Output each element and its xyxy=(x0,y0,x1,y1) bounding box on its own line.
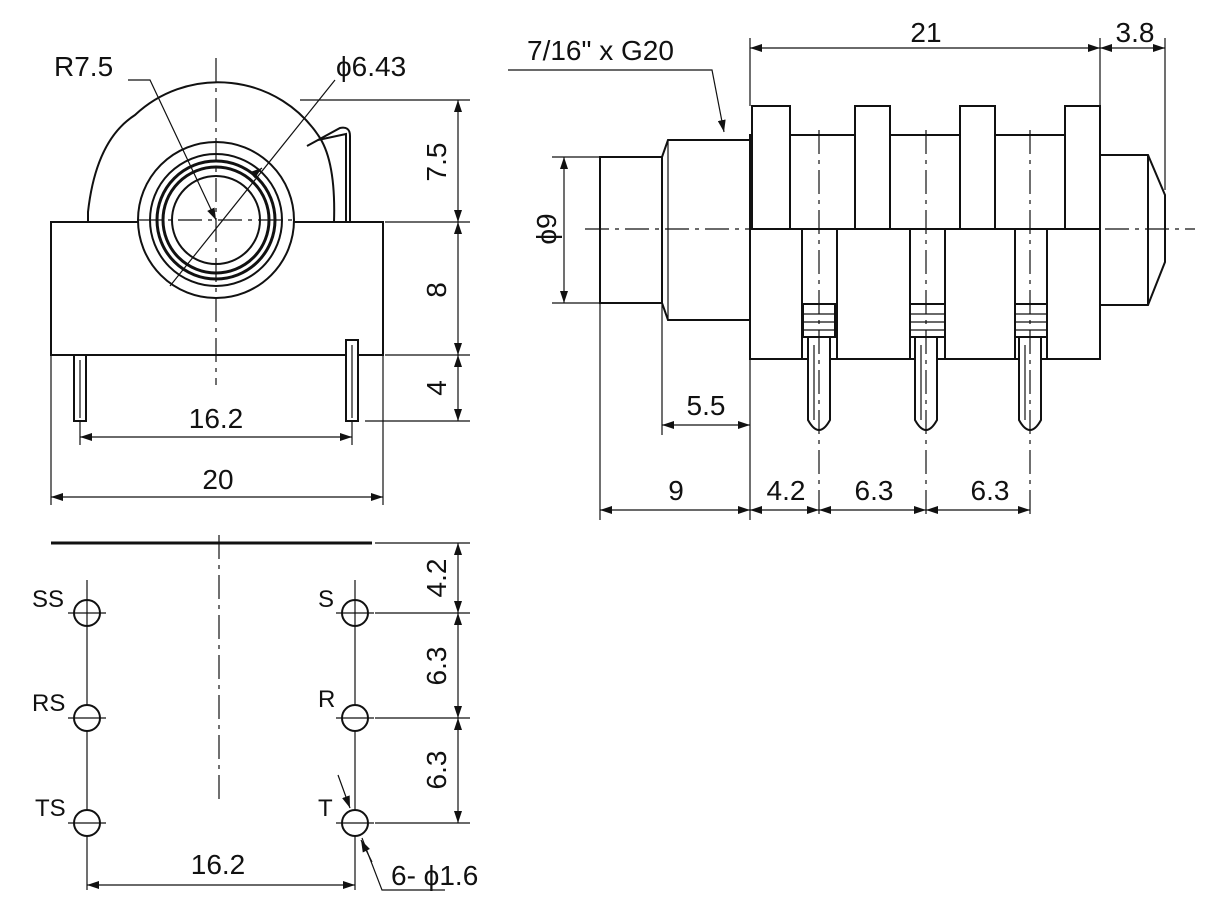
radius-label: R7.5 xyxy=(54,51,113,82)
hole-ss xyxy=(68,580,106,890)
hole-r xyxy=(336,704,374,732)
pin-label-s: S xyxy=(318,586,334,613)
hole-rs xyxy=(68,704,106,732)
pitch-a-label: 6.3 xyxy=(855,475,894,506)
side-tab-2 xyxy=(854,105,891,230)
bore-arrow xyxy=(250,167,263,179)
footprint-view: SS S RS R TS T 4.2 6.3 6.3 16.2 6- ϕ1.6 xyxy=(32,535,478,891)
hole-label: 6- ϕ1.6 xyxy=(391,860,478,891)
body-width-label: 20 xyxy=(202,464,233,495)
side-tab-1 xyxy=(751,105,791,230)
front-view: R7.5 ϕ6.43 7.5 8 4 16.2 20 xyxy=(50,51,470,505)
side-block-2 xyxy=(836,228,911,360)
side-view: 7/16" x G20 21 3.8 ϕ9 5.5 9 4.2 6.3 6.3 xyxy=(508,17,1195,520)
side-thread xyxy=(661,139,751,321)
hole-ts xyxy=(68,809,106,837)
side-pin-3 xyxy=(1014,303,1048,431)
front-wire-inner xyxy=(317,132,347,222)
pin-spacing-label: 16.2 xyxy=(189,403,244,434)
hole-leader-arrow xyxy=(360,839,373,863)
pitch-b-label: 6.3 xyxy=(971,475,1010,506)
hole-s xyxy=(336,580,374,890)
side-block-4 xyxy=(1046,228,1101,360)
hole-t xyxy=(336,809,374,837)
fp-spacing-label: 16.2 xyxy=(191,849,246,880)
tip-length-label: 3.8 xyxy=(1116,17,1155,48)
side-body-upper xyxy=(749,134,1101,230)
height-pins-label: 4 xyxy=(421,380,452,396)
diameter-label: ϕ9 xyxy=(531,213,562,244)
pin-label-ts: TS xyxy=(35,795,66,822)
side-tab-4 xyxy=(1064,105,1101,230)
thread-label: 7/16" x G20 xyxy=(527,35,674,66)
side-block-3 xyxy=(944,228,1016,360)
side-pin-2 xyxy=(909,303,946,431)
front-wire-hook xyxy=(306,126,351,222)
height-upper-label: 7.5 xyxy=(421,143,452,182)
fp-dim-top-label: 4.2 xyxy=(421,559,452,598)
thread-leader xyxy=(508,69,726,133)
nose-label: 9 xyxy=(668,475,684,506)
pin-label-r: R xyxy=(318,686,335,713)
hole-leader-top xyxy=(337,774,351,809)
side-tab-3 xyxy=(959,105,996,230)
thread-length-label: 5.5 xyxy=(687,390,726,421)
bore-leader xyxy=(169,79,336,287)
bore-label: ϕ6.43 xyxy=(336,51,406,82)
first-pin-label: 4.2 xyxy=(767,475,806,506)
pin-label-rs: RS xyxy=(32,690,65,717)
side-tip xyxy=(1099,154,1166,306)
side-nose xyxy=(599,156,663,304)
front-housing-arc xyxy=(87,81,336,223)
height-middle-label: 8 xyxy=(421,282,452,298)
fp-dim-mid-label: 6.3 xyxy=(421,647,452,686)
side-block-1 xyxy=(749,228,803,360)
fp-dim-low-label: 6.3 xyxy=(421,751,452,790)
body-length-label: 21 xyxy=(910,17,941,48)
radius-leader xyxy=(128,79,217,221)
pin-label-t: T xyxy=(318,795,333,822)
pin-label-ss: SS xyxy=(32,586,64,613)
